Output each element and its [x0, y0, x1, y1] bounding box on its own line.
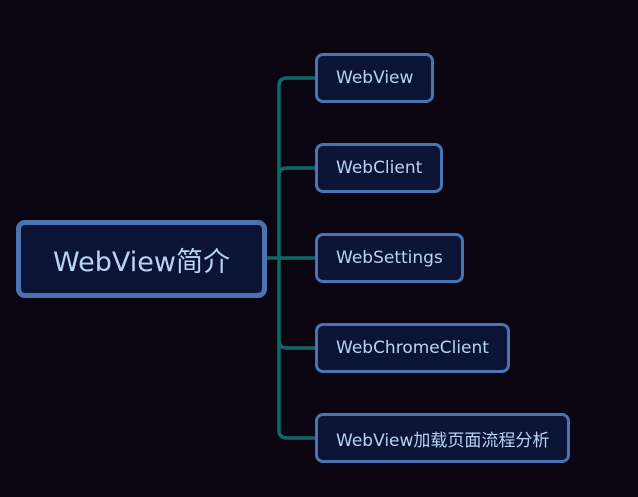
child-node-label: WebClient	[336, 158, 423, 178]
child-node-webclient[interactable]: WebClient	[315, 143, 444, 193]
root-node-label: WebView简介	[53, 246, 230, 278]
child-node-label: WebSettings	[336, 248, 443, 268]
connector-vertical	[277, 76, 316, 440]
child-node-loading-flow[interactable]: WebView加载页面流程分析	[315, 413, 571, 463]
connector-webchromeclient	[277, 339, 316, 350]
child-node-label: WebView	[336, 68, 414, 88]
child-node-webview[interactable]: WebView	[315, 53, 435, 103]
connector-webclient	[277, 166, 316, 177]
child-node-label: WebChromeClient	[336, 338, 489, 358]
child-node-websettings[interactable]: WebSettings	[315, 233, 464, 283]
root-node[interactable]: WebView简介	[16, 220, 267, 298]
child-node-label: WebView加载页面流程分析	[336, 430, 550, 451]
child-node-webchromeclient[interactable]: WebChromeClient	[315, 323, 510, 373]
